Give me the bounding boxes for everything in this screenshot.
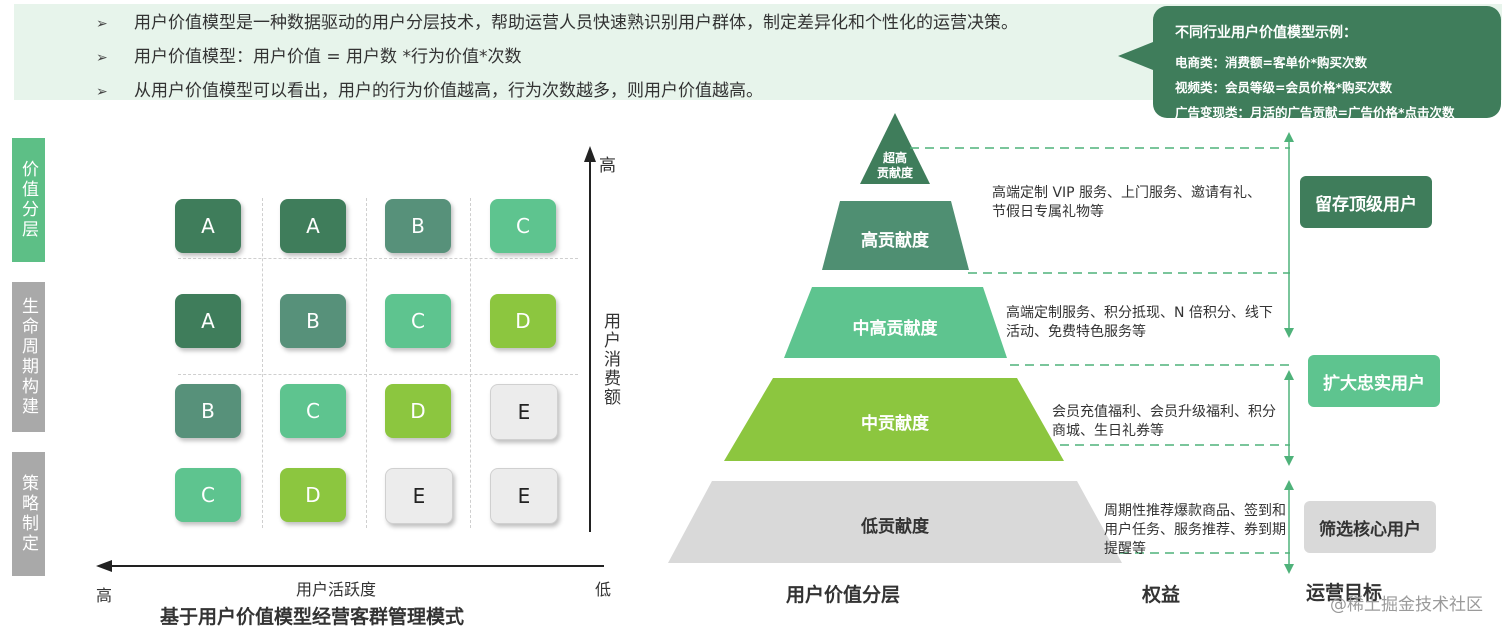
- tier-label-high: 高贡献度: [861, 231, 929, 251]
- bullet-arrow-icon: ➢: [96, 50, 108, 66]
- goal-retain-top-users: 留存顶级用户: [1300, 176, 1432, 228]
- side-tag-strategy: 策略制定: [12, 452, 45, 576]
- grade-cell-d: D: [490, 294, 556, 348]
- grade-cell-b: B: [280, 294, 346, 348]
- grade-cell-d: D: [280, 468, 346, 522]
- arrow-down-icon: [1284, 456, 1294, 466]
- arrow-down-icon: [1284, 328, 1294, 338]
- industry-examples-bubble: 不同行业用户价值模型示例： 电商类：消费额=客单价*购买次数 视频类：会员等级=…: [1153, 6, 1501, 120]
- grade-cell-b: B: [175, 384, 241, 438]
- bubble-line-ads: 广告变现类：月活的广告贡献=广告价格*点击次数: [1175, 105, 1455, 120]
- grid-vline: [262, 198, 263, 528]
- intro-line-3: ➢从用户价值模型可以看出，用户的行为价值越高，行为次数越多，则用户价值越高。: [96, 78, 763, 104]
- grid-vline: [366, 198, 367, 528]
- column-title-ops-goal: 运营目标: [1306, 582, 1383, 604]
- grade-cell-d: D: [385, 384, 451, 438]
- grid-hline: [178, 374, 578, 375]
- grid-vline: [470, 198, 471, 528]
- x-axis-high-label: 高: [96, 586, 113, 605]
- bullet-arrow-icon: ➢: [96, 16, 108, 32]
- grade-cell-c: C: [175, 468, 241, 522]
- pyramid-tier-mid: [724, 378, 1064, 461]
- bubble-line-video: 视频类：会员等级=会员价格*购买次数: [1175, 80, 1393, 95]
- benefit-mid-high: 高端定制服务、积分抵现、N 倍积分、线下活动、免费特色服务等: [1006, 305, 1273, 340]
- x-axis-label: 用户活跃度: [296, 580, 377, 599]
- bubble-title: 不同行业用户价值模型示例：: [1175, 25, 1357, 41]
- intro-line-2: ➢用户价值模型：用户价值 = 用户数 *行为价值*次数: [96, 44, 521, 70]
- grade-cell-c: C: [490, 199, 556, 253]
- tier-label-mid-high: 中高贡献度: [852, 319, 938, 339]
- side-tag-lifecycle: 生命周期构建: [12, 282, 45, 432]
- grade-cell-a: A: [175, 294, 241, 348]
- tier-label-top: 超高 贡献度: [876, 151, 913, 180]
- pyramid-tier-high: [822, 201, 969, 270]
- matrix-title: 基于用户价值模型经营客群管理模式: [160, 606, 465, 628]
- benefit-high: 高端定制 VIP 服务、上门服务、邀请有礼、节假日专属礼物等: [992, 185, 1262, 220]
- y-axis-arrow-icon: [584, 146, 596, 162]
- grade-cell-c: C: [385, 294, 451, 348]
- grid-hline: [178, 258, 578, 259]
- goal-screen-core-users: 筛选核心用户: [1304, 501, 1436, 553]
- pyramid-tier-mid-high: [784, 287, 1007, 358]
- grade-cell-a: A: [280, 199, 346, 253]
- x-axis-arrow-icon: [96, 560, 112, 572]
- side-tag-value-layering: 价值分层: [12, 138, 45, 262]
- grade-cell-b: B: [385, 199, 451, 253]
- bubble-tail: [1118, 40, 1158, 72]
- bullet-arrow-icon: ➢: [96, 84, 108, 100]
- arrow-down-icon: [1284, 564, 1294, 574]
- goal-expand-loyal-users: 扩大忠实用户: [1308, 355, 1440, 407]
- y-axis-label: 用户消费额: [600, 312, 620, 407]
- grade-cell-c: C: [280, 384, 346, 438]
- bubble-line-ecommerce: 电商类：消费额=客单价*购买次数: [1175, 55, 1368, 70]
- watermark: @稀土掘金技术社区: [1330, 595, 1483, 615]
- intro-line-1: ➢用户价值模型是一种数据驱动的用户分层技术，帮助运营人员快速熟识别用户群体，制定…: [96, 10, 1018, 36]
- pyramid-tier-low: [668, 481, 1122, 563]
- x-axis-low-label: 低: [595, 580, 612, 599]
- arrow-up-icon: [1284, 480, 1294, 490]
- y-axis-high-label: 高: [599, 156, 616, 176]
- grade-cell-e: E: [385, 468, 453, 524]
- column-title-benefits: 权益: [1142, 584, 1181, 606]
- benefit-low: 周期性推荐爆款商品、签到和用户任务、服务推荐、券到期提醒等: [1104, 503, 1286, 557]
- column-title-value-layering: 用户价值分层: [786, 584, 901, 606]
- tier-label-mid: 中贡献度: [861, 414, 929, 434]
- benefit-mid: 会员充值福利、会员升级福利、积分商城、生日礼券等: [1052, 404, 1276, 439]
- arrow-up-icon: [1284, 132, 1294, 142]
- grade-cell-a: A: [175, 199, 241, 253]
- grade-cell-e: E: [490, 468, 558, 524]
- tier-label-low: 低贡献度: [861, 517, 929, 537]
- pyramid-tier-top: [860, 113, 930, 184]
- grade-cell-e: E: [490, 384, 558, 440]
- arrow-up-icon: [1284, 370, 1294, 380]
